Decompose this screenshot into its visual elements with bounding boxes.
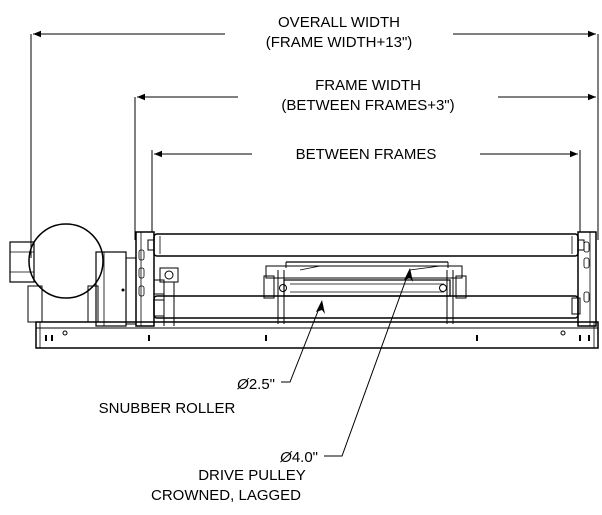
drive-pulley-leader-arrow	[404, 268, 413, 282]
diameter-symbol: Ø	[279, 449, 293, 466]
between-frames-label: BETWEEN FRAMES	[296, 146, 437, 163]
gearbox	[95, 251, 127, 327]
bottom-roller	[153, 295, 581, 319]
motor-end-box	[9, 241, 35, 283]
drive-pulley-description: CROWNED, LAGGED	[151, 487, 301, 504]
drive-pulley-callout: Ø4.0" DRIVE PULLEY CROWNED, LAGGED	[151, 268, 413, 504]
overall-width-label: OVERALL WIDTH	[278, 14, 400, 31]
snubber-diameter-label: Ø2.5"	[236, 376, 275, 393]
base-channel-body	[35, 321, 599, 349]
right-side-frame	[577, 231, 597, 327]
pulley-assembly	[263, 261, 467, 324]
overall-width-dimension: OVERALL WIDTH (FRAME WIDTH+13")	[30, 14, 599, 258]
snubber-roller-callout: Ø2.5" SNUBBER ROLLER	[99, 300, 325, 417]
right-frame-plate	[577, 231, 597, 327]
diameter-symbol: Ø	[236, 376, 250, 393]
left-frame-plate	[135, 231, 155, 327]
snubber-leader-arrow	[316, 300, 325, 314]
drive-pulley-body	[283, 279, 451, 297]
motor-circle	[28, 223, 104, 299]
top-roller-body	[153, 233, 579, 257]
drive-pulley-leader-line	[324, 273, 409, 457]
snubber-leader-line	[281, 305, 321, 383]
overall-width-formula: (FRAME WIDTH+13")	[266, 34, 413, 51]
motor-foot-left	[27, 285, 43, 323]
top-roller	[147, 233, 585, 257]
snubber-roller-label: SNUBBER ROLLER	[99, 400, 236, 417]
snubber-roller-body	[265, 265, 463, 279]
drive-pulley-label: DRIVE PULLEY	[198, 467, 306, 484]
bottom-roller-body	[153, 295, 579, 319]
left-side-frame	[135, 231, 155, 327]
frame-width-formula: (BETWEEN FRAMES+3")	[281, 97, 454, 114]
frame-width-dimension: FRAME WIDTH (BETWEEN FRAMES+3")	[134, 77, 596, 240]
base-channel	[35, 321, 599, 349]
drive-motor	[9, 223, 137, 327]
drive-pulley-diameter-label: Ø4.0"	[279, 449, 318, 466]
frame-width-label: FRAME WIDTH	[315, 77, 421, 94]
motor-shaft-coupling	[125, 257, 137, 325]
between-frames-dimension: BETWEEN FRAMES	[151, 146, 581, 232]
